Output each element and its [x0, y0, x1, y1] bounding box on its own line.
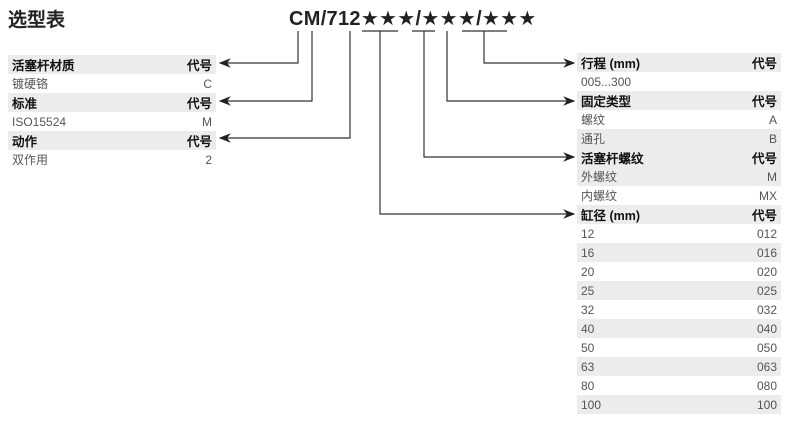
option-label: 外螺纹 [581, 170, 618, 184]
option-code: 100 [756, 397, 777, 412]
option-code: 016 [756, 245, 777, 260]
option-label: 32 [581, 302, 595, 317]
option-label: 50 [581, 340, 595, 355]
option-label: 100 [581, 397, 602, 412]
model-code: CM/712★★★/★★★/★★★ [289, 8, 537, 30]
option-label: 双作用 [12, 153, 49, 167]
table-header: 活塞杆材质 代号 [8, 55, 216, 74]
header-label: 缸径 (mm) [581, 209, 641, 223]
option-code: 063 [756, 359, 777, 374]
table-header: 行程 (mm) 代号 [577, 53, 781, 72]
option-label: 20 [581, 264, 595, 279]
arrow-stroke [483, 31, 576, 68]
table-row: 63 063 [577, 357, 781, 376]
option-label: 12 [581, 226, 595, 241]
option-label: 镀硬铬 [12, 77, 49, 91]
table-row: 镀硬铬 C [8, 74, 216, 93]
table-row: 螺纹 A [577, 110, 781, 129]
arrow-bore [379, 31, 576, 219]
table-row: 25 025 [577, 281, 781, 300]
header-label: 标准 [12, 97, 38, 111]
table-header: 动作 代号 [8, 131, 216, 150]
option-label: 16 [581, 245, 595, 260]
table-row: 通孔 B [577, 129, 781, 148]
arrow-rod-material [218, 31, 299, 68]
option-code: 025 [756, 283, 777, 298]
option-code: 2 [205, 152, 212, 167]
option-code: 032 [756, 302, 777, 317]
table-row: 12 012 [577, 224, 781, 243]
option-label: 通孔 [581, 132, 606, 146]
table-header: 缸径 (mm) 代号 [577, 205, 781, 224]
table-row: 80 080 [577, 376, 781, 395]
arrow-action [218, 31, 351, 143]
option-code: C [203, 76, 212, 91]
arrow-standard [218, 31, 313, 106]
code-header: 代号 [751, 209, 777, 223]
header-label: 活塞杆螺纹 [581, 152, 644, 166]
option-label: 80 [581, 378, 595, 393]
option-label: 内螺纹 [581, 189, 618, 203]
arrow-rod-thread [423, 31, 576, 162]
table-row: 16 016 [577, 243, 781, 262]
table-row: ISO15524 M [8, 112, 216, 131]
header-label: 动作 [12, 135, 38, 149]
header-label: 活塞杆材质 [12, 59, 75, 73]
option-label: 63 [581, 359, 595, 374]
table-header: 标准 代号 [8, 93, 216, 112]
option-label: ISO15524 [12, 114, 67, 129]
option-label: 40 [581, 321, 595, 336]
option-code: 050 [756, 340, 777, 355]
table-row: 005...300 [577, 72, 781, 91]
option-code: 020 [756, 264, 777, 279]
table-row: 40 040 [577, 319, 781, 338]
table-row: 内螺纹 MX [577, 186, 781, 205]
table-row: 32 032 [577, 300, 781, 319]
code-header: 代号 [751, 95, 777, 109]
option-code: B [768, 131, 777, 146]
option-code: 040 [756, 321, 777, 336]
code-header: 代号 [751, 57, 777, 71]
table-header: 固定类型 代号 [577, 91, 781, 110]
header-label: 固定类型 [581, 95, 632, 109]
option-code: M [202, 114, 212, 129]
code-header: 代号 [186, 135, 212, 149]
option-label: 25 [581, 283, 595, 298]
table-row: 外螺纹 M [577, 167, 781, 186]
option-code: MX [759, 188, 777, 203]
option-code: M [767, 169, 777, 184]
option-label: 螺纹 [581, 113, 606, 127]
code-header: 代号 [186, 59, 212, 73]
table-row: 双作用 2 [8, 150, 216, 169]
table-row: 20 020 [577, 262, 781, 281]
page-title: 选型表 [8, 10, 66, 31]
option-code: A [768, 112, 777, 127]
header-label: 行程 (mm) [581, 57, 641, 71]
code-header: 代号 [186, 97, 212, 111]
table-row: 100 100 [577, 395, 781, 414]
table-header: 活塞杆螺纹 代号 [577, 148, 781, 167]
table-row: 50 050 [577, 338, 781, 357]
code-header: 代号 [751, 152, 777, 166]
option-code: 080 [756, 378, 777, 393]
arrow-mounting [446, 31, 576, 106]
option-code: 012 [756, 226, 777, 241]
option-label: 005...300 [581, 74, 632, 89]
